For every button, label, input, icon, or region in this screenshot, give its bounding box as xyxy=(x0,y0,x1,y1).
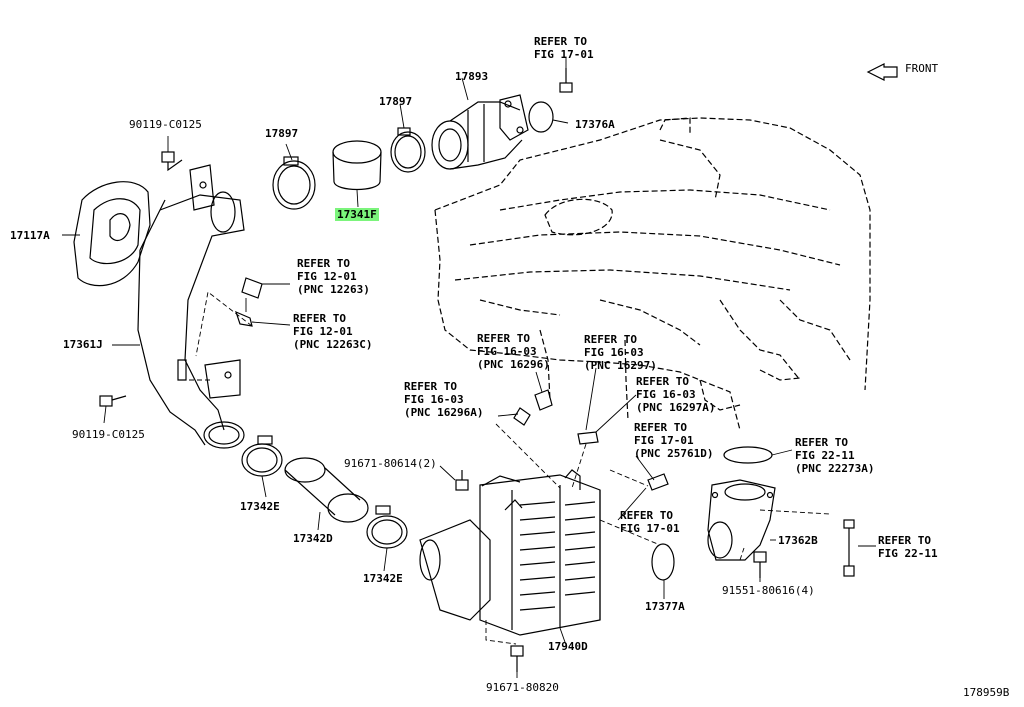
part-17342e-bottom[interactable]: 17342E xyxy=(363,572,403,585)
refer-fig-22-11-b[interactable]: REFER TO FIG 22-11 xyxy=(878,534,938,560)
engine-block-outline xyxy=(434,117,871,431)
bolt-91551-icon xyxy=(753,551,767,578)
refer-fig-12-01-a[interactable]: REFER TO FIG 12-01 (PNC 12263) xyxy=(297,257,370,296)
front-arrow-icon xyxy=(866,63,898,81)
clamp-17897-left xyxy=(272,156,316,210)
refer-pnc: (PNC 16296) xyxy=(477,358,550,371)
part-17341f[interactable]: 17341F xyxy=(335,208,379,221)
part-17361j[interactable]: 17361J xyxy=(63,338,103,351)
part-17341f-highlight: 17341F xyxy=(335,208,379,221)
refer-fig: FIG 17-01 xyxy=(620,522,680,535)
hose-17342d xyxy=(284,457,369,523)
refer-pnc: (PNC 22273A) xyxy=(795,462,875,475)
refer-line: REFER TO xyxy=(293,312,346,325)
refer-pnc: (PNC 25761D) xyxy=(634,447,714,460)
hose-fitting xyxy=(647,473,669,491)
hose-fitting xyxy=(534,389,553,411)
hose-fitting xyxy=(513,407,531,426)
refer-fig: FIG 17-01 xyxy=(634,434,694,447)
refer-line: REFER TO xyxy=(477,332,530,345)
bolt-91671-bottom-icon xyxy=(510,645,524,672)
refer-pnc: (PNC 16297) xyxy=(584,359,657,372)
refer-line: REFER TO xyxy=(297,257,350,270)
part-17376a[interactable]: 17376A xyxy=(575,118,615,131)
clamp-17342e-bottom xyxy=(366,505,408,549)
part-17897-left[interactable]: 17897 xyxy=(265,127,299,140)
part-91671-80614[interactable]: 91671-80614(2) xyxy=(344,457,437,470)
part-17117a[interactable]: 17117A xyxy=(10,229,50,242)
refer-line: REFER TO xyxy=(584,333,637,346)
insulator-17117a xyxy=(73,181,151,287)
refer-line: REFER TO xyxy=(878,534,931,547)
intercooler-17940d xyxy=(419,469,601,636)
hose-fitting xyxy=(577,431,599,445)
part-17342d[interactable]: 17342D xyxy=(293,532,333,545)
refer-fig: FIG 22-11 xyxy=(795,449,855,462)
refer-line: REFER TO xyxy=(620,509,673,522)
part-91671-80820[interactable]: 91671-80820 xyxy=(486,681,559,694)
refer-fig: FIG 16-03 xyxy=(636,388,696,401)
bolt-90119-top-icon xyxy=(161,151,183,172)
front-label: FRONT xyxy=(905,62,939,75)
refer-fig-16-03-d[interactable]: REFER TO FIG 16-03 (PNC 16297A) xyxy=(636,375,715,414)
part-17362b[interactable]: 17362B xyxy=(778,534,818,547)
refer-line: REFER TO xyxy=(634,421,687,434)
refer-fig: FIG 16-03 xyxy=(404,393,464,406)
refer-fig: FIG 22-11 xyxy=(878,547,938,560)
part-17893[interactable]: 17893 xyxy=(455,70,489,83)
refer-fig-17-01-mid[interactable]: REFER TO FIG 17-01 (PNC 25761D) xyxy=(634,421,713,460)
refer-fig-22-11-a[interactable]: REFER TO FIG 22-11 (PNC 22273A) xyxy=(795,436,874,475)
refer-fig: FIG 16-03 xyxy=(477,345,537,358)
part-17897-right[interactable]: 17897 xyxy=(379,95,413,108)
refer-line: REFER TO xyxy=(795,436,848,449)
refer-fig-16-03-c[interactable]: REFER TO FIG 16-03 (PNC 16296A) xyxy=(404,380,483,419)
part-17377a[interactable]: 17377A xyxy=(645,600,685,613)
refer-fig-16-03-a[interactable]: REFER TO FIG 16-03 (PNC 16296) xyxy=(477,332,550,371)
part-90119-bottom[interactable]: 90119-C0125 xyxy=(72,428,145,441)
refer-fig: FIG 12-01 xyxy=(293,325,353,338)
refer-pnc: (PNC 16296A) xyxy=(404,406,484,419)
part-17342e-top[interactable]: 17342E xyxy=(240,500,280,513)
oring-17377a xyxy=(651,543,675,581)
part-90119-top[interactable]: 90119-C0125 xyxy=(129,118,202,131)
refer-fig: FIG 16-03 xyxy=(584,346,644,359)
stud-bolt-icon xyxy=(843,519,855,577)
clamp-17897-right xyxy=(390,127,426,173)
pipe-17893 xyxy=(431,94,529,170)
hose-fitting xyxy=(241,277,263,299)
refer-fig-17-01-low[interactable]: REFER TO FIG 17-01 xyxy=(620,509,680,535)
refer-line: REFER TO xyxy=(636,375,689,388)
part-91551-80616[interactable]: 91551-80616(4) xyxy=(722,584,815,597)
refer-fig-16-03-b[interactable]: REFER TO FIG 16-03 (PNC 16297) xyxy=(584,333,657,372)
refer-fig-17-01-top[interactable]: REFER TO FIG 17-01 xyxy=(534,35,594,61)
clamp-17342e-top xyxy=(241,435,283,477)
oring-17376a xyxy=(528,101,554,133)
refer-fig-12-01-b[interactable]: REFER TO FIG 12-01 (PNC 12263C) xyxy=(293,312,372,351)
part-17940d[interactable]: 17940D xyxy=(548,640,588,653)
hose-17341f xyxy=(332,140,382,191)
refer-pnc: (PNC 12263) xyxy=(297,283,370,296)
refer-fig: FIG 17-01 xyxy=(534,48,594,61)
bolt-90119-bottom-icon xyxy=(99,395,127,407)
pipe-17362b xyxy=(707,479,776,561)
refer-fig: FIG 12-01 xyxy=(297,270,357,283)
bolt-icon xyxy=(559,68,573,93)
refer-line: REFER TO xyxy=(404,380,457,393)
oring-22273a xyxy=(723,446,773,464)
refer-pnc: (PNC 16297A) xyxy=(636,401,716,414)
refer-line: REFER TO xyxy=(534,35,587,48)
pipe-17361j xyxy=(137,164,245,449)
refer-pnc: (PNC 12263C) xyxy=(293,338,373,351)
bolt-91671-top-icon xyxy=(455,470,469,491)
figure-id: 178959B xyxy=(963,686,1010,699)
